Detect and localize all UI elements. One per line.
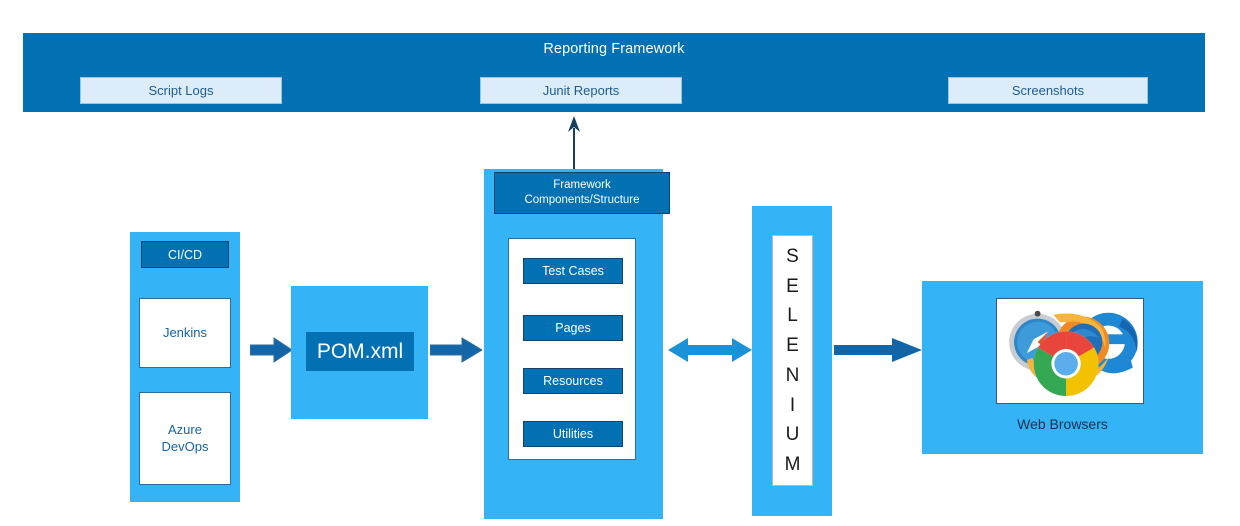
framework-header-line1: Framework xyxy=(553,179,611,192)
selenium-letter-7: M xyxy=(784,454,801,476)
selenium-letter-6: U xyxy=(785,424,800,446)
selenium-letter-0: S xyxy=(786,245,799,267)
report-chip-screenshots[interactable]: Screenshots xyxy=(948,77,1148,104)
cicd-panel: CI/CD Jenkins Azure DevOps xyxy=(130,232,240,502)
cicd-card-jenkins[interactable]: Jenkins xyxy=(139,298,231,368)
cicd-card-azure-devops-line2: DevOps xyxy=(161,438,209,454)
cicd-card-azure-devops-line1: Azure xyxy=(168,422,202,438)
framework-component-test-cases[interactable]: Test Cases xyxy=(523,258,623,284)
selenium-panel: S E L E N I U M xyxy=(752,206,832,516)
selenium-letter-1: E xyxy=(786,275,799,297)
arrow-selenium-to-browsers-icon xyxy=(834,338,922,362)
reporting-framework-banner: Reporting Framework Script Logs Junit Re… xyxy=(23,33,1205,112)
arrow-framework-selenium-bidirectional-icon xyxy=(668,338,752,362)
framework-panel: Framework Components/Structure Test Case… xyxy=(484,169,670,519)
framework-component-pages[interactable]: Pages xyxy=(523,315,623,341)
chrome-icon xyxy=(1033,331,1099,397)
arrow-framework-to-reporting-icon xyxy=(568,116,580,176)
web-browsers-caption: Web Browsers xyxy=(1017,416,1108,432)
cicd-header-label: CI/CD xyxy=(141,241,229,268)
cicd-card-azure-devops[interactable]: Azure DevOps xyxy=(139,392,231,485)
framework-component-resources[interactable]: Resources xyxy=(523,368,623,394)
arrow-pom-to-framework-icon xyxy=(430,337,482,363)
browser-logos-image xyxy=(996,298,1144,404)
report-chip-script-logs[interactable]: Script Logs xyxy=(80,77,282,104)
framework-header-label: Framework Components/Structure xyxy=(494,172,670,214)
report-chip-junit-reports[interactable]: Junit Reports xyxy=(480,77,682,104)
selenium-letter-2: L xyxy=(787,305,798,327)
framework-header-line2: Components/Structure xyxy=(524,194,640,206)
selenium-letter-5: I xyxy=(789,394,796,416)
arrow-cicd-to-pom-icon xyxy=(250,337,292,363)
selenium-letter-3: E xyxy=(786,335,799,357)
pom-panel: POM.xml xyxy=(291,286,428,419)
web-browsers-panel: Web Browsers xyxy=(922,281,1203,454)
edge-icon xyxy=(1119,318,1138,352)
pom-xml-label: POM.xml xyxy=(306,332,414,371)
framework-component-utilities[interactable]: Utilities xyxy=(523,421,623,447)
reporting-framework-title: Reporting Framework xyxy=(543,41,685,57)
selenium-label: S E L E N I U M xyxy=(772,235,813,486)
framework-components-container: Test Cases Pages Resources Utilities xyxy=(508,238,636,460)
selenium-letter-4: N xyxy=(785,364,800,386)
